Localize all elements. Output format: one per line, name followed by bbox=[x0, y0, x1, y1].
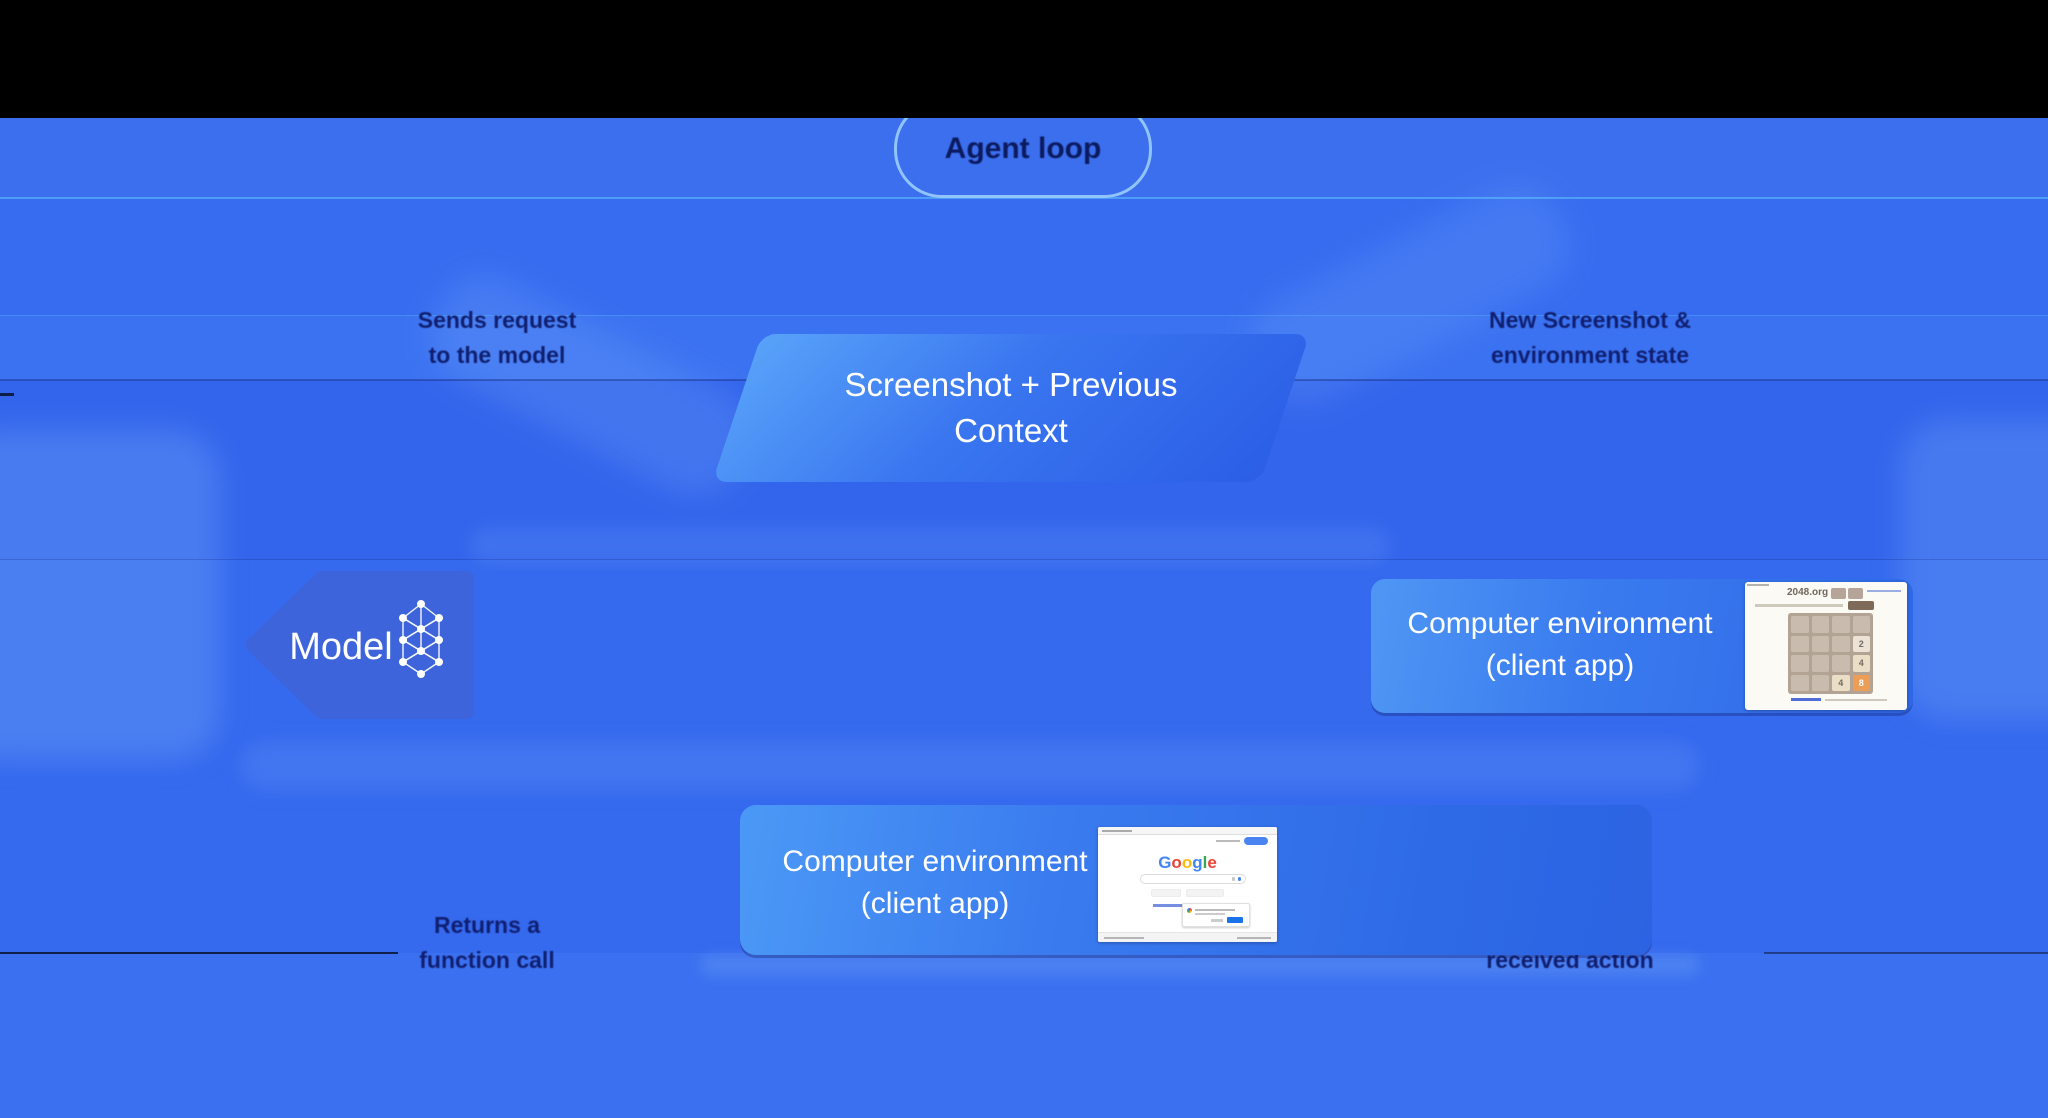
game-tile: 4 bbox=[1852, 655, 1870, 672]
language-link-bar bbox=[1153, 904, 1208, 907]
loop-band-right bbox=[1900, 420, 2048, 720]
google-search-button bbox=[1151, 889, 1181, 897]
screenshot-google-home: Google bbox=[1098, 827, 1277, 942]
artifact-line bbox=[0, 315, 2048, 316]
browser-chrome-bar bbox=[1098, 827, 1277, 835]
search-buttons-row bbox=[1098, 889, 1277, 897]
how-to-play-link-bar bbox=[1791, 698, 1821, 701]
google-footer bbox=[1098, 932, 1277, 942]
new-game-button bbox=[1848, 601, 1874, 610]
artifact-notch bbox=[0, 393, 14, 396]
google-g-icon bbox=[1187, 908, 1192, 913]
loop-band-top-left bbox=[413, 258, 767, 512]
game-tile: 8 bbox=[1852, 674, 1870, 691]
sign-in-button bbox=[1244, 837, 1268, 845]
env-box-right: Computer environment (client app) 2048.o… bbox=[1371, 579, 1913, 713]
step-label-new-screenshot: New Screenshot & environment state bbox=[1489, 307, 1691, 368]
score-box bbox=[1831, 588, 1846, 599]
artifact-line bbox=[0, 952, 398, 954]
loop-band-bottom-edge bbox=[700, 954, 1700, 976]
letterbox-top bbox=[0, 0, 2048, 118]
model-label: Model bbox=[289, 626, 393, 668]
artifact-line bbox=[1764, 952, 2048, 954]
artifact-line bbox=[0, 197, 2048, 199]
intro-text-bar bbox=[1755, 604, 1843, 607]
footer-text-bar bbox=[1825, 699, 1887, 701]
keyboard-icon bbox=[1232, 877, 1235, 881]
link-bar bbox=[1867, 590, 1901, 592]
step-label-sends-request: Sends request to the model bbox=[417, 307, 577, 368]
dialog-text-bar bbox=[1195, 909, 1235, 911]
best-box bbox=[1848, 588, 1863, 599]
dialog-dismiss-bar bbox=[1211, 919, 1223, 922]
screenshot-2048-game: 2048.org 2 4 4 8 bbox=[1745, 582, 1907, 710]
site-title-2048: 2048.org bbox=[1787, 587, 1829, 598]
feeling-lucky-button bbox=[1186, 889, 1224, 897]
env-box-bottom: Computer environment (client app) Google bbox=[740, 805, 1652, 955]
game-board-2048: 2 4 4 8 bbox=[1788, 613, 1873, 694]
context-label: Screenshot + Previous Context bbox=[844, 366, 1178, 449]
model-node: Model bbox=[230, 560, 510, 730]
footer-links-left bbox=[1104, 937, 1144, 939]
dialog-signin-button bbox=[1227, 917, 1243, 923]
game-tile: 2 bbox=[1852, 635, 1870, 652]
loop-band-middle bbox=[470, 528, 1390, 564]
step-label-returns-function-call: Returns a function call bbox=[419, 912, 555, 973]
mic-icon bbox=[1238, 877, 1241, 881]
dialog-text-bar bbox=[1195, 913, 1225, 915]
game-tile: 4 bbox=[1832, 674, 1850, 691]
browser-chrome-fragment bbox=[1747, 584, 1769, 586]
context-parallelogram: Screenshot + Previous Context bbox=[712, 334, 1310, 482]
loop-band-bottom bbox=[240, 742, 1700, 790]
agent-loop-pill-label: Agent loop bbox=[944, 132, 1102, 165]
header-links-bar bbox=[1216, 840, 1240, 842]
address-bar bbox=[1102, 830, 1132, 832]
artifact-line bbox=[0, 559, 2048, 560]
search-input bbox=[1140, 874, 1246, 884]
env-right-label: Computer environment (client app) bbox=[1407, 607, 1713, 682]
env-bottom-label: Computer environment (client app) bbox=[782, 845, 1088, 920]
model-arrow-shape bbox=[246, 571, 474, 719]
neural-network-icon bbox=[399, 600, 443, 678]
sign-in-dialog bbox=[1182, 903, 1250, 927]
footer-links-right bbox=[1237, 937, 1271, 939]
loop-band-left bbox=[0, 430, 220, 760]
google-logo: Google bbox=[1158, 853, 1217, 872]
